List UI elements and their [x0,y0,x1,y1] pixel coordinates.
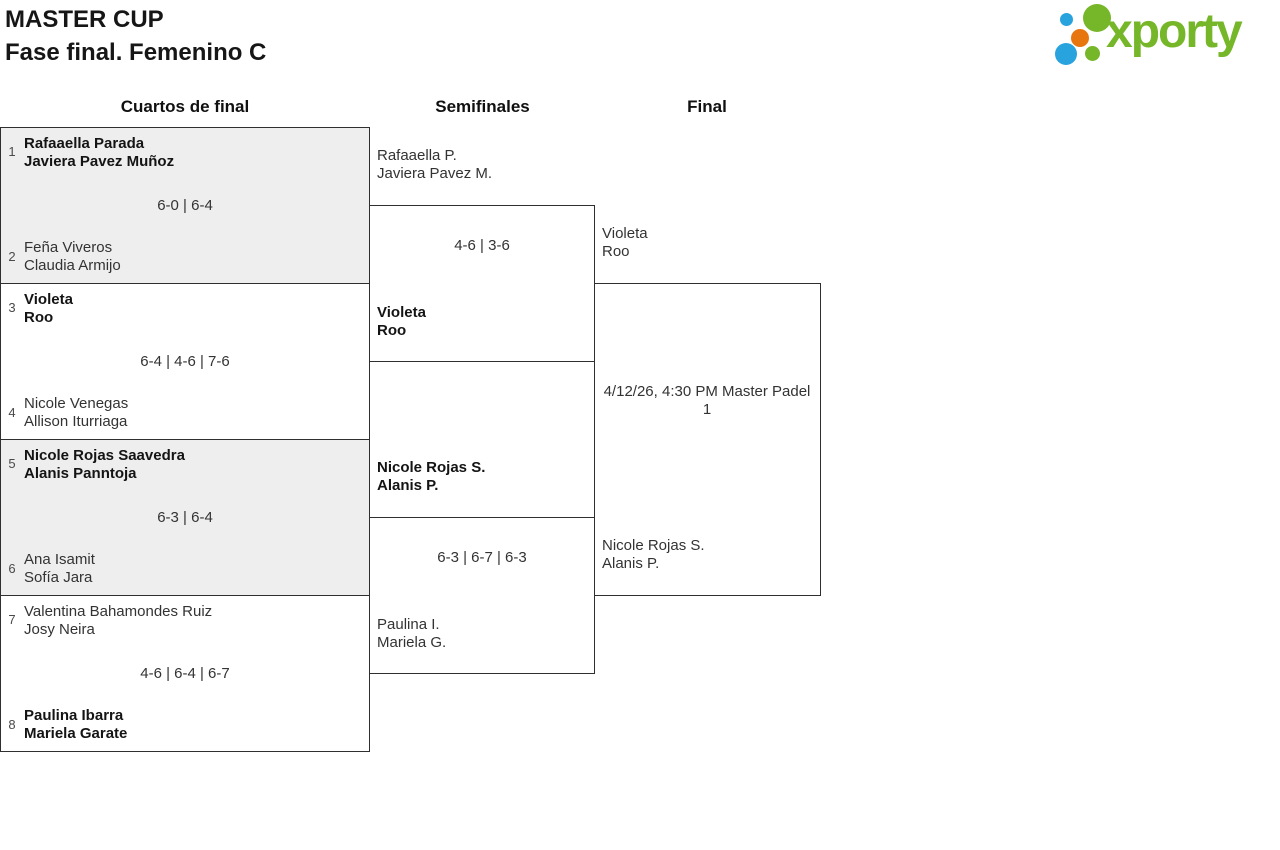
player-name: Violeta [377,304,426,321]
player-name: Valentina Bahamondes Ruiz [24,603,213,620]
round-header-final: Final [687,97,727,116]
qf-match-2-box [0,283,370,440]
player-name: Nicole Rojas S. [377,459,486,476]
team-name-qf4-top[interactable]: Valentina Bahamondes Ruiz Josy Neira [24,603,212,639]
sf-match-1-box [369,205,595,362]
player-name: Paulina I. [377,616,440,633]
qf-match-3-box [0,439,370,596]
team-name-sf1-bottom[interactable]: Violeta Roo [377,304,426,340]
player-name: Violeta [24,291,73,308]
page-header: MASTER CUP Fase final. Femenino C [5,3,266,69]
player-name: Roo [24,309,54,326]
logo-dot-icon [1083,4,1111,32]
final-match-box [594,283,821,596]
match-score: 6-4 | 4-6 | 7-6 [140,353,230,370]
match-score: 4-6 | 3-6 [454,237,510,254]
logo-dot-icon [1055,43,1077,65]
team-name-final-top[interactable]: Violeta Roo [602,225,648,261]
player-name: Nicole Rojas Saavedra [24,447,185,464]
team-name-final-bottom[interactable]: Nicole Rojas S. Alanis P. [602,537,705,573]
team-name-qf1-bottom[interactable]: Feña Viveros Claudia Armijo [24,239,121,275]
player-name: Allison Iturriaga [24,413,128,430]
page-subtitle: Fase final. Femenino C [5,39,267,66]
player-name: Violeta [602,225,648,242]
round-header-quarterfinals: Cuartos de final [120,97,250,116]
seed-number: 4 [8,405,16,420]
player-name: Alanis P. [377,477,439,494]
seed-number: 2 [8,249,16,264]
seed-number: 5 [8,456,16,471]
logo-dot-icon [1060,13,1073,26]
seed-number: 7 [8,612,16,627]
player-name: Alanis P. [602,555,660,572]
match-score: 6-3 | 6-4 [157,509,213,526]
seed-number: 6 [8,561,16,576]
player-name: Javiera Pavez M. [377,165,493,182]
xporty-logo[interactable]: xporty [0,0,1280,80]
xporty-wordmark: xporty [1106,5,1243,58]
logo-dot-icon [1085,46,1100,61]
player-name: Claudia Armijo [24,257,121,274]
player-name: Mariela Garate [24,725,128,742]
team-name-sf1-top[interactable]: Rafaaella P. Javiera Pavez M. [377,147,492,183]
player-name: Javiera Pavez Muñoz [24,153,175,170]
seed-number: 1 [8,144,16,159]
player-name: Mariela G. [377,634,447,651]
team-name-qf2-top[interactable]: Violeta Roo [24,291,73,327]
team-name-qf3-bottom[interactable]: Ana Isamit Sofía Jara [24,551,95,587]
round-header-semifinals: Semifinales [435,97,530,116]
team-name-qf4-bottom[interactable]: Paulina Ibarra Mariela Garate [24,707,127,743]
sf-match-2-box [369,517,595,674]
team-name-sf2-bottom[interactable]: Paulina I. Mariela G. [377,616,446,652]
player-name: Nicole Rojas S. [602,537,705,554]
team-name-qf1-top[interactable]: Rafaaella Parada Javiera Pavez Muñoz [24,135,174,171]
team-name-qf3-top[interactable]: Nicole Rojas Saavedra Alanis Panntoja [24,447,185,483]
page-title: MASTER CUP [5,6,164,33]
seed-number: 3 [8,300,16,315]
player-name: Roo [602,243,630,260]
match-schedule: 4/12/26, 4:30 PM Master Padel 1 [603,383,811,418]
team-name-qf2-bottom[interactable]: Nicole Venegas Allison Iturriaga [24,395,128,431]
seed-number: 8 [8,717,16,732]
player-name: Ana Isamit [24,551,95,568]
match-score: 6-0 | 6-4 [157,197,213,214]
player-name: Roo [377,322,407,339]
player-name: Rafaaella Parada [24,135,145,152]
match-score: 4-6 | 6-4 | 6-7 [140,665,230,682]
player-name: Josy Neira [24,621,95,638]
match-score: 6-3 | 6-7 | 6-3 [437,549,527,566]
player-name: Feña Viveros [24,239,113,256]
logo-dot-icon [1071,29,1089,47]
player-name: Nicole Venegas [24,395,129,412]
qf-match-4-box [0,595,370,752]
player-name: Alanis Panntoja [24,465,137,482]
player-name: Sofía Jara [24,569,93,586]
player-name: Rafaaella P. [377,147,457,164]
team-name-sf2-top[interactable]: Nicole Rojas S. Alanis P. [377,459,485,495]
player-name: Paulina Ibarra [24,707,124,724]
